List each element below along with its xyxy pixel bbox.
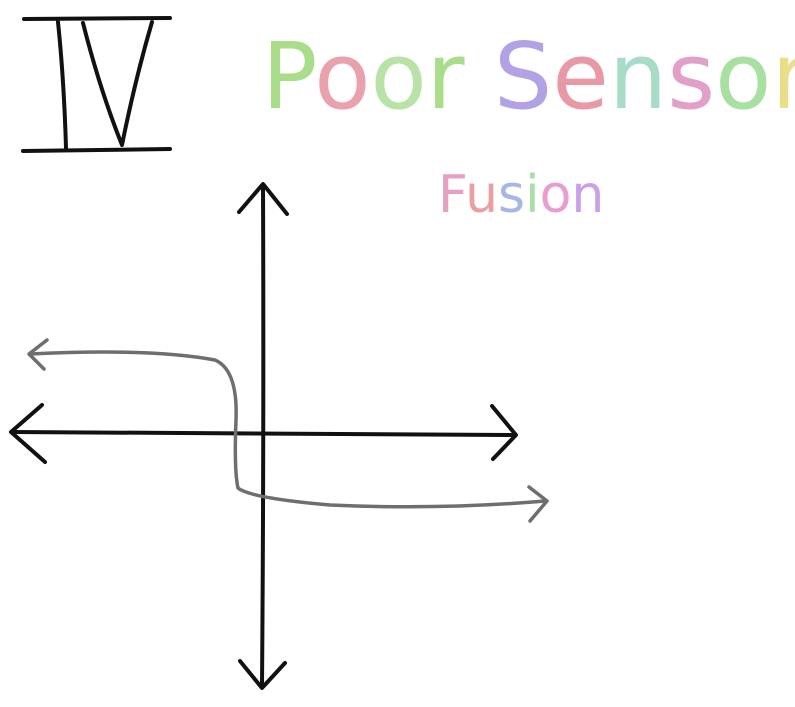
title-letter: S [494, 23, 552, 130]
title-letter: r [427, 23, 465, 130]
title-letter: P [262, 23, 315, 130]
subtitle-letter: s [498, 165, 525, 225]
subtitle-letter: F [438, 165, 465, 225]
subtitle-letter: n [571, 165, 604, 225]
x-axis-arrow-right [490, 404, 518, 461]
title-letter: e [552, 23, 609, 130]
curve-line [28, 350, 547, 509]
roman-numeral-iv: IV [21, 16, 172, 153]
title-letter: o [715, 23, 771, 130]
subtitle-letter: u [465, 165, 498, 225]
x-axis [10, 430, 517, 437]
response-curve [27, 338, 549, 523]
y-axis-arrow-top [237, 182, 289, 216]
subtitle-letter: o [540, 165, 572, 225]
title: Poor Sensory [262, 23, 795, 130]
title-letter: s [667, 23, 715, 130]
x-axis-arrow-left [9, 403, 47, 464]
title-letter [465, 23, 494, 130]
title-letter: r [771, 23, 795, 130]
y-axis [260, 184, 266, 688]
axes [9, 182, 518, 690]
subtitle: Fusion [438, 165, 604, 225]
subtitle-letter: i [525, 165, 539, 225]
title-letter: o [371, 23, 427, 130]
y-axis-arrow-bottom [238, 659, 287, 690]
title-letter: n [609, 23, 667, 130]
curve-arrow-right [527, 485, 549, 523]
curve-arrow-left [27, 338, 49, 371]
title-letter: o [314, 23, 370, 130]
